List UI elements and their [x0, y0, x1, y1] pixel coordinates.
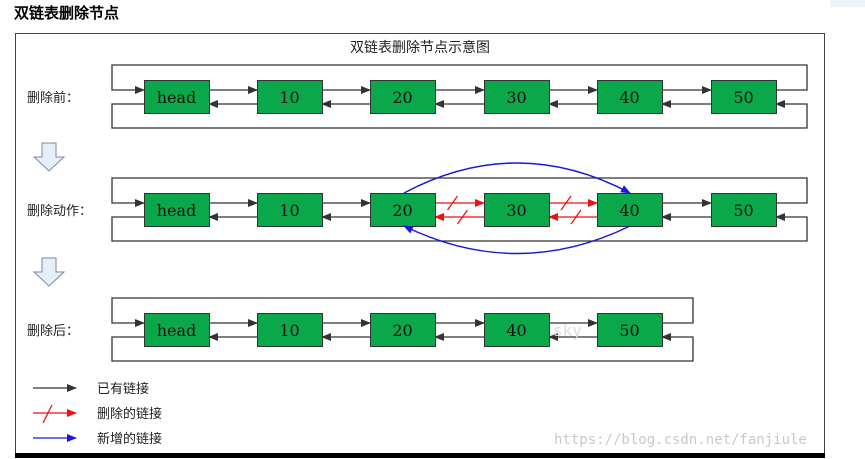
row-label: 删除后： — [27, 324, 79, 339]
list-node: 50 — [597, 313, 663, 347]
node-value: 40 — [619, 88, 639, 107]
strike-mark — [570, 209, 582, 225]
list-node: 40 — [597, 80, 663, 114]
node-value: 40 — [506, 321, 526, 340]
node-value: 20 — [392, 201, 412, 220]
list-node: head — [144, 313, 210, 347]
added-next-link — [403, 162, 631, 194]
list-node: 30 — [484, 193, 550, 227]
wrap-prev-link — [111, 213, 808, 242]
list-node: head — [144, 80, 210, 114]
row-label: 删除前： — [27, 90, 79, 106]
url-watermark: https://blog.csdn.net/fanjiule — [554, 432, 807, 448]
list-node: 50 — [711, 80, 777, 114]
list-node: 10 — [257, 193, 323, 227]
row-label: 删除动作： — [27, 204, 92, 219]
node-value: 40 — [619, 201, 639, 220]
node-value: 50 — [733, 201, 753, 220]
page-heading: 双链表删除节点 — [14, 4, 120, 22]
list-node: head — [144, 193, 210, 227]
node-value: 50 — [733, 88, 753, 107]
frame-bottom-border — [15, 453, 825, 458]
node-value: head — [157, 321, 197, 340]
node-value: 20 — [392, 321, 412, 340]
node-value: 10 — [279, 321, 299, 340]
legend-label: 删除的链接 — [97, 406, 162, 422]
node-value: 10 — [279, 88, 299, 107]
list-node: 50 — [711, 193, 777, 227]
scroll-corner — [830, 0, 865, 7]
down-arrow-icon — [32, 142, 66, 172]
strike-mark — [560, 195, 572, 211]
node-value: 30 — [506, 88, 526, 107]
strike-mark — [446, 195, 459, 211]
down-arrow-icon — [32, 257, 66, 287]
wrap-prev-link — [111, 100, 808, 129]
strike-mark — [456, 209, 469, 225]
list-node: 20 — [370, 80, 436, 114]
node-value: 30 — [506, 201, 526, 220]
added-prev-link — [403, 225, 631, 255]
faint-watermark: sky — [553, 321, 582, 340]
list-node: 20 — [370, 193, 436, 227]
legend-label: 已有链接 — [97, 381, 149, 397]
figure-title: 双链表删除节点示意图 — [350, 39, 490, 56]
node-value: 20 — [392, 88, 412, 107]
node-value: head — [157, 201, 197, 220]
list-node: 10 — [257, 313, 323, 347]
wrap-next-link — [111, 297, 694, 327]
legend-label: 新增的链接 — [97, 431, 162, 447]
list-node: 40 — [597, 193, 663, 227]
node-value: head — [157, 88, 197, 107]
list-node: 10 — [257, 80, 323, 114]
node-value: 10 — [279, 201, 299, 220]
list-node: 40 — [484, 313, 550, 347]
strike-mark — [42, 404, 53, 424]
list-node: 20 — [370, 313, 436, 347]
wrap-next-link — [111, 64, 808, 94]
node-value: 50 — [619, 321, 639, 340]
list-node: 30 — [484, 80, 550, 114]
wrap-prev-link — [111, 333, 694, 362]
wrap-next-link — [111, 177, 808, 207]
